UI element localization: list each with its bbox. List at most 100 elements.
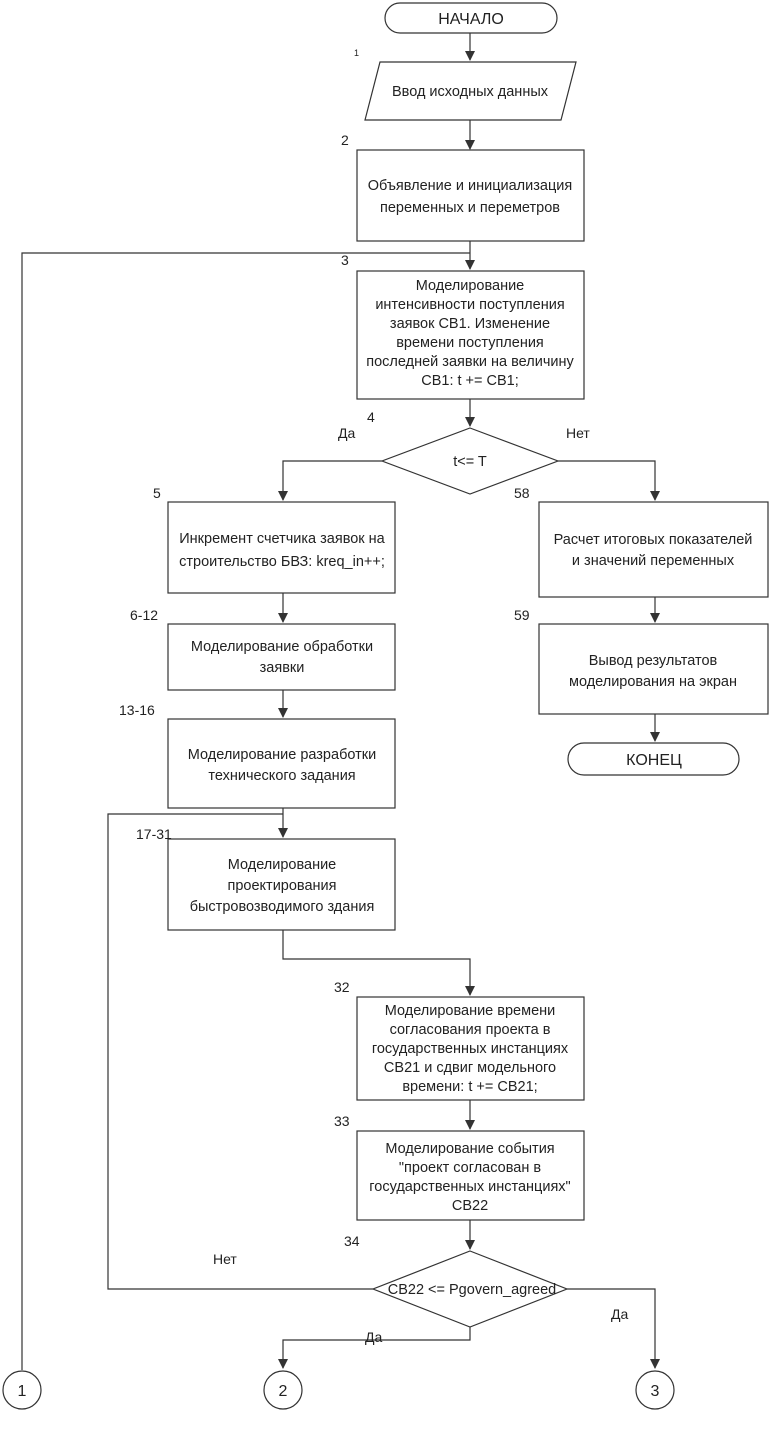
block-6-12-line-2: заявки [260,660,305,676]
arrow-decision-34-to-connector-2 [278,1327,471,1369]
decision-34-number: 34 [344,1233,360,1249]
connector-3: 3 [635,1370,675,1410]
end-label: КОНЕЦ [626,752,682,769]
connector-2-label: 2 [279,1383,288,1400]
block-58-line-2: и значений переменных [572,553,735,569]
block-3-line-1: Моделирование [416,278,525,294]
block-33-line-2: "проект согласован в [399,1160,541,1176]
connector-3-shape [635,1370,675,1410]
start-label: НАЧАЛО [438,11,504,28]
end-terminator-shape [567,742,740,776]
connector-3-label: 3 [651,1383,660,1400]
connector-1-label: 1 [18,1383,27,1400]
block-33-line-1: Моделирование события [385,1141,554,1157]
block-58-line-1: Расчет итоговых показателей [554,532,753,548]
block-1-input: 1 Ввод исходных данных [354,48,577,121]
decision-34-no-label: Нет [213,1251,237,1267]
connector-1: 1 [2,1370,42,1410]
block-2-line-2: переменных и переметров [380,200,560,216]
block-2-init: 2 Объявление и инициализация переменных … [341,132,585,242]
block-17-31-design: 17-31 Моделирование проектирования быстр… [136,826,396,931]
arrow-decision-34-to-connector-3 [567,1288,660,1369]
decision-34-yes-label: Да [365,1329,382,1345]
decision-34-shape [371,1250,569,1328]
block-17-31-line-2: проектирования [228,878,337,894]
block-5-line-2: строительство БВЗ: kreq_in++; [179,554,385,570]
block-59-line-2: моделирования на экран [569,674,737,690]
block-59-line-1: Вывод результатов [589,653,718,669]
block-13-16-spec: 13-16 Моделирование разработки техническ… [119,702,396,809]
block-5-line-1: Инкремент счетчика заявок на [179,531,385,547]
block-32-line-3: государственных инстанциях [372,1041,569,1057]
block-3-modeling-intensity: 3 Моделирование интенсивности поступлени… [341,252,585,400]
decision-4: 4 t<= T Да Нет [338,409,590,495]
block-33-line-4: СВ22 [452,1198,488,1214]
connector-2-shape [263,1370,303,1410]
block-33-line-3: государственных инстанциях" [369,1179,570,1195]
block-5-increment: 5 Инкремент счетчика заявок на строитель… [153,485,396,594]
block-5-number: 5 [153,485,161,501]
block-13-16-shape [167,718,396,809]
arrow-decision-4-no [558,460,660,501]
block-32-number: 32 [334,979,350,995]
block-2-shape [356,149,585,242]
block-17-31-number: 17-31 [136,826,172,842]
block-3-line-3: заявок СВ1. Изменение [390,316,550,332]
block-3-line-5: последней заявки на величину [366,354,574,370]
loop-line-decision-34-no [107,813,373,1290]
decision-34-condition: СВ22 <= Pgovern_agreed [388,1282,557,1298]
decision-34-right-yes-label: Да [611,1306,628,1322]
block-6-12-number: 6-12 [130,607,158,623]
block-1-line-1: Ввод исходных данных [392,84,549,100]
block-33-shape [356,1130,585,1221]
block-6-12-shape [167,623,396,691]
decision-4-no-label: Нет [566,425,590,441]
block-6-12-processing: 6-12 Моделирование обработки заявки [130,607,396,691]
block-3-shape [356,270,585,400]
block-3-line-2: интенсивности поступления [375,297,564,313]
block-3-line-4: времени поступления [396,335,544,351]
connector-1-shape [2,1370,42,1410]
block-32-line-2: согласования проекта в [390,1022,551,1038]
block-32-approval-time: 32 Моделирование времени согласования пр… [334,979,585,1101]
block-33-event: 33 Моделирование события "проект согласо… [334,1113,585,1221]
block-58-results-calc: 58 Расчет итоговых показателей и значени… [514,485,769,598]
block-59-output: 59 Вывод результатов моделирования на эк… [514,607,769,715]
start-terminator: НАЧАЛО [384,2,558,34]
block-1-number: 1 [354,48,359,58]
block-58-number: 58 [514,485,530,501]
flow-lines [21,33,660,1370]
block-3-line-6: СВ1: t += СВ1; [421,373,519,389]
block-32-line-5: времени: t += СВ21; [402,1079,537,1095]
block-13-16-line-2: технического задания [208,768,355,784]
block-13-16-number: 13-16 [119,702,155,718]
start-terminator-shape [384,2,558,34]
decision-4-number: 4 [367,409,375,425]
block-2-number: 2 [341,132,349,148]
block-3-number: 3 [341,252,349,268]
block-5-shape [167,501,396,594]
end-terminator: КОНЕЦ [567,742,740,776]
block-58-shape [538,501,769,598]
block-17-31-shape [167,838,396,931]
decision-34: 34 СВ22 <= Pgovern_agreed Нет Да Да [213,1233,628,1345]
arrow-decision-4-yes [278,460,382,501]
block-59-shape [538,623,769,715]
block-32-line-4: СВ21 и сдвиг модельного [384,1060,556,1076]
block-59-number: 59 [514,607,530,623]
decision-4-condition: t<= T [453,454,487,470]
block-32-shape [356,996,585,1101]
arrow-17-to-32 [282,930,475,996]
block-17-31-line-1: Моделирование [228,857,337,873]
block-6-12-line-1: Моделирование обработки [191,639,373,655]
block-32-line-1: Моделирование времени [385,1003,556,1019]
block-17-31-line-3: быстровозводимого здания [190,899,375,915]
block-2-line-1: Объявление и инициализация [368,178,572,194]
decision-4-shape [380,427,560,495]
loop-line-to-connector-1 [21,252,470,1370]
block-1-shape [364,61,577,121]
connector-2: 2 [263,1370,303,1410]
block-33-number: 33 [334,1113,350,1129]
block-13-16-line-1: Моделирование разработки [188,747,376,763]
